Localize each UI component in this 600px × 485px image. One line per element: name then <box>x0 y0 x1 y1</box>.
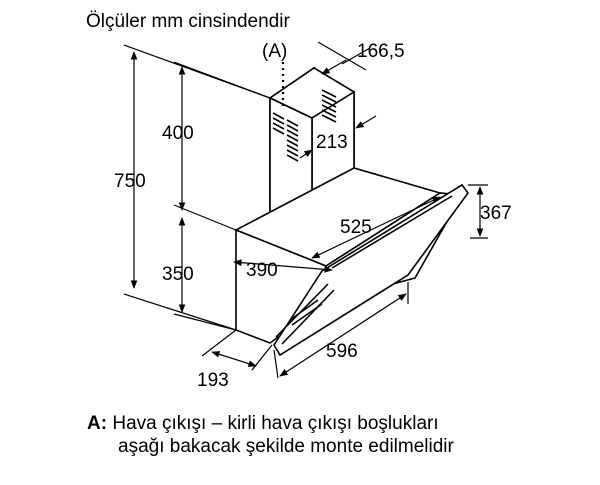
chimney-vent-slots <box>272 89 337 162</box>
dim-body-depth-label: 390 <box>246 260 278 281</box>
note-key: A: <box>87 413 108 434</box>
dim-body-depth-line <box>233 259 333 273</box>
note-text-2: aşağı bakacak şekilde monte edilmelidir <box>118 436 454 457</box>
note-text-1: Hava çıkışı – kirli hava çıkışı boşlukla… <box>112 413 439 434</box>
dim-glass-height <box>468 184 488 239</box>
dim-bottom-depth-label: 193 <box>197 370 229 391</box>
note-line-2: aşağı bakacak şekilde monte edilmelidir <box>118 435 454 458</box>
dim-bottom-width <box>273 282 409 379</box>
dim-body-height-label: 350 <box>162 264 194 285</box>
dim-glass-height-label: 367 <box>480 203 512 224</box>
dim-chimney-height <box>173 61 271 231</box>
dim-chimney-depth-label: 213 <box>316 132 348 153</box>
dim-bottom-width-label: 596 <box>326 341 358 362</box>
dim-chimney-width <box>317 41 371 75</box>
dim-glass-width-line <box>311 196 441 259</box>
dim-total-height-label: 750 <box>114 171 146 192</box>
note-line-1: A: Hava çıkışı – kirli hava çıkışı boşlu… <box>87 412 439 435</box>
dim-glass-width-label: 525 <box>340 217 372 238</box>
dim-chimney-depth <box>299 115 377 159</box>
dim-body-height <box>173 217 237 331</box>
dim-chimney-width-label: 166,5 <box>357 41 405 62</box>
dim-bottom-depth <box>201 329 273 371</box>
air-outlet-callout: (A) <box>262 41 287 62</box>
dim-chimney-height-label: 400 <box>162 123 194 144</box>
diagram-title: Ölçüler mm cinsindendir <box>86 11 290 32</box>
